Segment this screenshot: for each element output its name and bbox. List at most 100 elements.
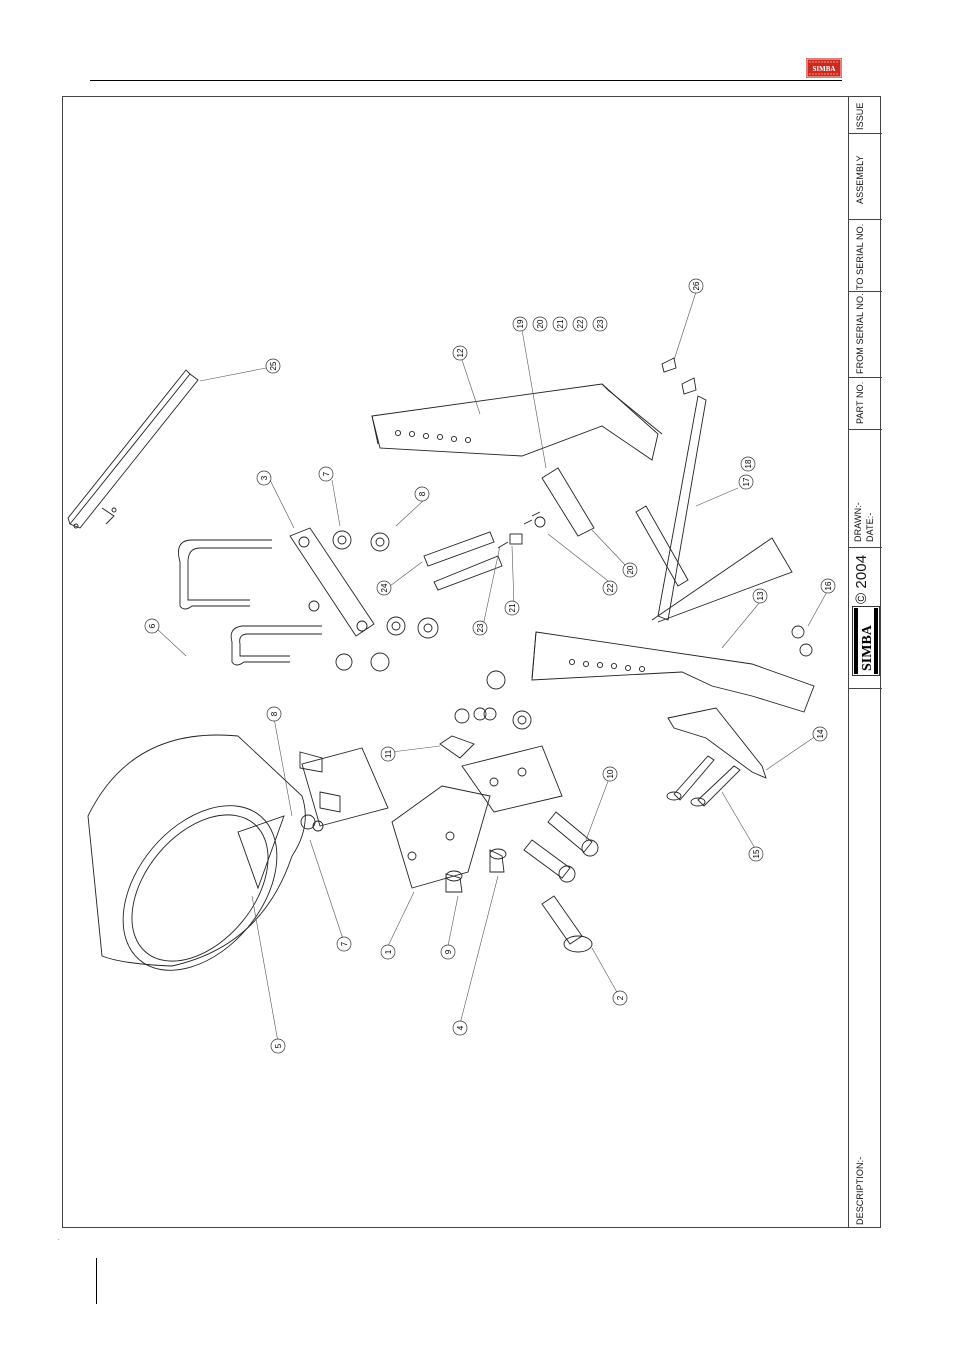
part-wheel-5 (88, 735, 308, 1000)
header-rule (90, 80, 842, 81)
leader-lines (156, 292, 828, 1042)
svg-text:18: 18 (744, 459, 753, 468)
callout-19: 19 (513, 317, 527, 331)
callout-3: 3 (257, 471, 271, 485)
callout-21b: 21 (505, 601, 519, 615)
svg-text:14: 14 (816, 729, 825, 738)
part-ubolt-6 (179, 540, 323, 665)
issue-cell: ISSUE (849, 96, 882, 134)
part-tip-19 (524, 468, 594, 536)
svg-text:2: 2 (616, 995, 625, 1000)
callout-21: 21 (553, 317, 567, 331)
svg-text:24: 24 (380, 583, 389, 592)
part-bolts (300, 708, 598, 952)
callout-13: 13 (753, 589, 767, 603)
callout-24: 25 (266, 359, 280, 373)
svg-text:6: 6 (148, 623, 157, 628)
svg-text:26: 26 (692, 281, 701, 290)
svg-text:25: 25 (269, 361, 278, 370)
svg-text:15: 15 (752, 849, 761, 858)
callout-22b: 22 (603, 581, 617, 595)
part-leg-13 (532, 632, 814, 712)
callout-20: 20 (533, 317, 547, 331)
part-bracket-14 (667, 626, 812, 806)
part-link-3 (290, 528, 374, 636)
part-leg-12 (372, 384, 662, 460)
callout-6: 6 (145, 619, 159, 633)
callout-23: 23 (593, 317, 607, 331)
svg-text:SIMBA: SIMBA (813, 65, 836, 73)
callout-7b: 7 (337, 937, 351, 951)
part-pin-25 (424, 532, 502, 590)
svg-text:12: 12 (456, 348, 465, 357)
svg-text:7: 7 (322, 471, 331, 476)
callout-12: 12 (453, 346, 467, 360)
callout-4: 4 (453, 1021, 467, 1035)
part-bar-24 (68, 370, 198, 528)
assembly-label: ASSEMBLY (855, 155, 865, 204)
callout-16: 16 (821, 579, 835, 593)
brand-cell: © 2004 SIMBA (849, 548, 882, 688)
page-dot: . (58, 1236, 60, 1242)
callout-1: 1 (381, 945, 395, 959)
description-label: DESCRIPTION:- (855, 1157, 865, 1225)
svg-text:4: 4 (456, 1025, 465, 1030)
drawn-date-cell: DRAWN:- DATE:- (849, 430, 882, 548)
part-bracket-1 (302, 746, 562, 888)
title-block: ISSUE ASSEMBLY TO SERIAL NO. FROM SERIAL… (848, 96, 881, 1228)
svg-text:11: 11 (384, 749, 393, 758)
svg-text:19: 19 (516, 319, 525, 328)
callout-8b: 8 (267, 707, 281, 721)
assembly-cell: ASSEMBLY (849, 134, 882, 220)
part-no-cell: PART NO. (849, 378, 882, 430)
svg-text:20: 20 (626, 565, 635, 574)
svg-text:5: 5 (274, 1043, 283, 1048)
svg-text:3: 3 (260, 475, 269, 480)
issue-label: ISSUE (855, 102, 865, 130)
callout-11: 11 (381, 747, 395, 761)
part-no-label: PART NO. (855, 382, 865, 424)
part-pin-21 (498, 517, 545, 548)
callout-17: 17 (739, 475, 753, 489)
svg-text:21: 21 (508, 603, 517, 612)
svg-text:22: 22 (606, 583, 615, 592)
callout-26: 26 (689, 279, 703, 293)
callout-23b: 23 (473, 621, 487, 635)
callout-20b: 20 (623, 563, 637, 577)
callout-2: 2 (613, 991, 627, 1005)
callout-10: 10 (603, 767, 617, 781)
svg-text:20: 20 (536, 319, 545, 328)
simba-logo-top: SIMBA (806, 58, 842, 78)
svg-text:23: 23 (476, 623, 485, 632)
svg-text:8: 8 (270, 711, 279, 716)
to-serial-cell: TO SERIAL NO. (849, 220, 882, 292)
callout-25: 24 (377, 581, 391, 595)
svg-text:1: 1 (384, 949, 393, 954)
svg-text:22: 22 (576, 319, 585, 328)
svg-text:10: 10 (606, 769, 615, 778)
description-cell: DESCRIPTION:- (849, 688, 882, 1228)
part-clip-26 (662, 358, 696, 394)
svg-text:7: 7 (340, 941, 349, 946)
from-serial-label: FROM SERIAL NO. (855, 293, 865, 374)
copyright-label: © 2004 (853, 555, 870, 604)
exploded-parts-drawing: 25 12 19 20 21 22 23 26 17 18 3 7 8 24 6… (62, 96, 848, 1228)
date-label: DATE:- (865, 513, 875, 542)
page-margin-mark (96, 1258, 97, 1304)
drawn-label: DRAWN:- (853, 502, 863, 542)
from-serial-cell: FROM SERIAL NO. (849, 292, 882, 378)
svg-text:13: 13 (756, 591, 765, 600)
svg-text:21: 21 (556, 319, 565, 328)
simba-logo: SIMBA (852, 606, 880, 676)
part-blade-17 (636, 396, 792, 622)
callout-8a: 8 (415, 487, 429, 501)
callout-15: 15 (749, 847, 763, 861)
svg-text:8: 8 (418, 491, 427, 496)
callout-9: 9 (441, 945, 455, 959)
svg-text:9: 9 (444, 949, 453, 954)
callout-18: 18 (741, 457, 755, 471)
part-washers (333, 531, 531, 729)
svg-text:17: 17 (742, 477, 751, 486)
callout-5: 5 (271, 1039, 285, 1053)
callouts: 25 12 19 20 21 22 23 26 17 18 3 7 8 24 6… (145, 279, 835, 1053)
